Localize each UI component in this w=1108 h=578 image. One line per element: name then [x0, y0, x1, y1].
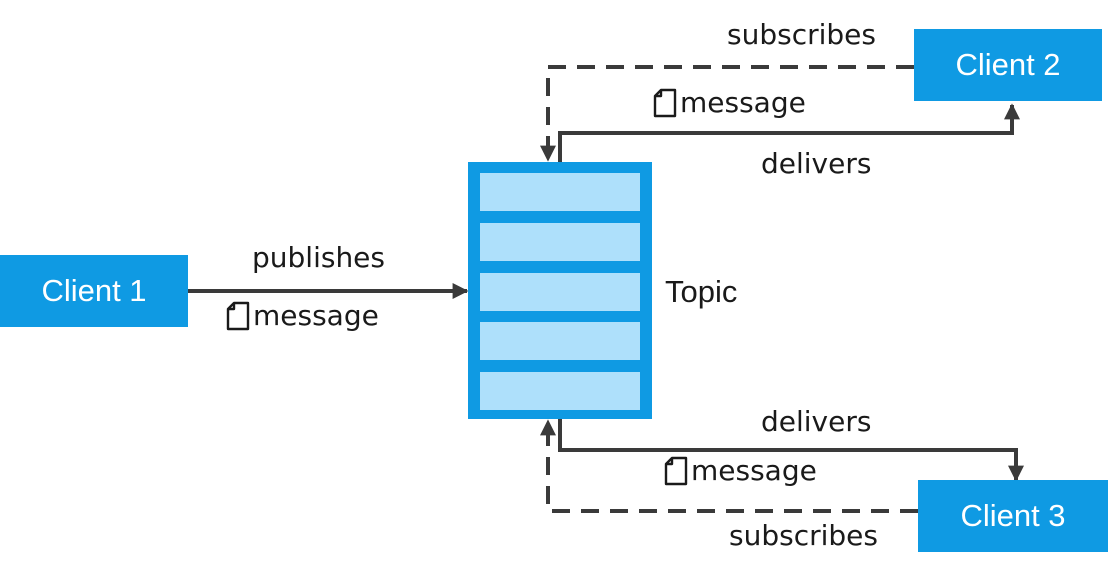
publish-label: publishes — [252, 241, 385, 274]
subscribe-arrow-client3 — [540, 419, 918, 513]
deliver-message-client3: message — [664, 456, 817, 486]
topic-label: Topic — [665, 274, 738, 309]
topic-slot — [480, 372, 640, 410]
deliver-message-client2: message — [653, 88, 806, 118]
client1-box: Client 1 — [0, 255, 188, 327]
topic-queue — [468, 162, 652, 419]
document-icon — [664, 456, 688, 486]
deliver-message-label-client3: message — [691, 454, 817, 487]
publish-message: message — [226, 301, 379, 331]
client2-label: Client 2 — [955, 47, 1061, 82]
client2-box: Client 2 — [914, 29, 1102, 101]
client1-label: Client 1 — [41, 273, 147, 308]
client3-label: Client 3 — [960, 498, 1066, 533]
subscribe-label-client2: subscribes — [727, 18, 876, 51]
deliver-label-client3: delivers — [761, 405, 872, 438]
document-icon — [653, 88, 677, 118]
deliver-arrow-client3 — [558, 419, 1024, 482]
topic-slot — [480, 322, 640, 361]
publish-message-label: message — [253, 299, 379, 332]
client3-box: Client 3 — [918, 480, 1108, 552]
document-icon — [226, 301, 250, 331]
deliver-label-client2: delivers — [761, 147, 872, 180]
topic-slot — [480, 222, 640, 261]
deliver-message-label-client2: message — [680, 86, 806, 119]
subscribe-arrow-client2 — [540, 65, 914, 162]
deliver-arrow-client2 — [558, 103, 1020, 162]
subscribe-label-client3: subscribes — [729, 519, 878, 552]
topic-slot — [480, 272, 640, 311]
topic-slot — [480, 173, 640, 211]
